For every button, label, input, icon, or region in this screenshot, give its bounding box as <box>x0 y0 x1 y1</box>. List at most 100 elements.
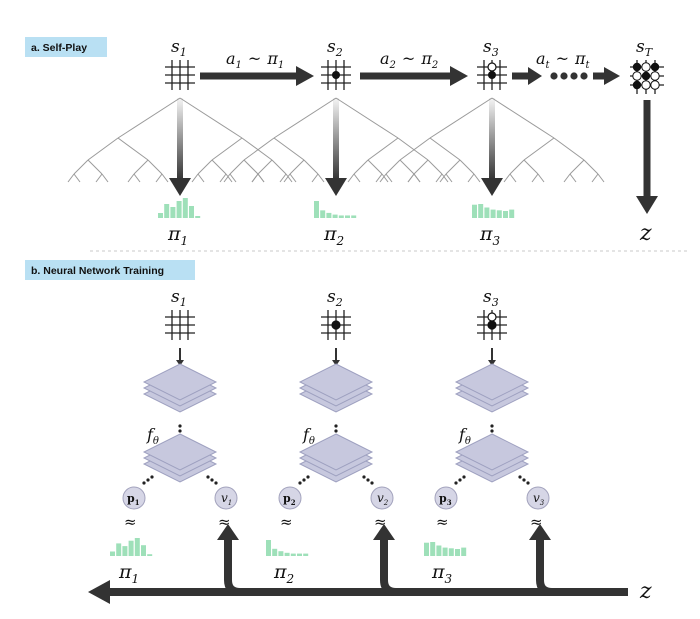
tree-edge <box>335 97 399 139</box>
policy-bar <box>297 553 302 556</box>
pi-label-a-1: π1 <box>167 223 188 248</box>
policy-bar <box>509 209 515 218</box>
policy-bar <box>278 551 284 556</box>
state-label-b-s2: s2 <box>327 287 343 309</box>
dotted-connector <box>458 478 462 482</box>
svg-text:v2: v2 <box>377 491 389 507</box>
policy-bar <box>351 215 357 218</box>
policy-bar <box>448 548 454 556</box>
svg-text:s2: s2 <box>327 287 343 309</box>
terminal-arrow <box>636 100 658 214</box>
state-label-b-s3: s3 <box>483 287 499 309</box>
svg-text:v3: v3 <box>533 491 545 507</box>
tree-edge <box>303 159 319 175</box>
tree-edge <box>467 173 475 183</box>
tree-edge <box>537 173 545 183</box>
tree-edge <box>73 159 89 175</box>
policy-bar <box>314 201 319 218</box>
action-arrow-3 <box>512 67 620 85</box>
pi-label-b-3: π3 <box>431 561 453 586</box>
svg-text:s2: s2 <box>327 37 343 59</box>
policy-bar <box>484 207 490 218</box>
tree-edge <box>439 173 447 183</box>
tree-edge <box>317 173 325 183</box>
policy-bar <box>472 204 477 218</box>
search-tree-s1 <box>67 97 293 183</box>
tree-edge <box>407 173 415 183</box>
v-head-label-2: v2 <box>377 491 389 507</box>
tree-edge <box>73 173 81 183</box>
tree-edge <box>243 159 259 175</box>
dotted-connector <box>462 475 466 479</box>
value-head-circle <box>370 486 394 510</box>
dotted-connector <box>150 475 154 479</box>
tree-edge <box>257 173 265 183</box>
board-sT <box>630 60 664 94</box>
svg-text:π1: π1 <box>167 223 188 248</box>
action-label-3: at~πt <box>536 49 591 71</box>
approx-p-3: ≈ <box>436 513 449 531</box>
dotted-connector <box>454 481 458 485</box>
dotted-connector <box>370 481 374 485</box>
flow-arrow-head <box>176 360 184 366</box>
board-s3 <box>477 60 507 90</box>
network-layer <box>298 433 374 471</box>
tree-edge <box>375 173 383 183</box>
pi-label-a-3: π3 <box>479 223 501 248</box>
policy-bar <box>320 210 326 218</box>
tree-edge <box>197 173 205 183</box>
tree-edge <box>367 137 399 161</box>
tree-edge <box>197 159 213 175</box>
svg-text:p3: p3 <box>439 492 452 507</box>
tree-edge <box>413 173 421 183</box>
svg-text:v1: v1 <box>221 491 232 507</box>
black-stone-icon <box>331 320 341 330</box>
svg-text:at~πt: at~πt <box>536 49 591 71</box>
tree-edge <box>311 173 319 183</box>
flow-arrow-head <box>332 360 340 366</box>
dotted-connector <box>522 478 526 482</box>
training-column-2 <box>266 310 394 556</box>
policy-bar <box>326 212 332 218</box>
action-label-2: a2~π2 <box>380 49 438 71</box>
tree-edge <box>219 173 227 183</box>
go-board <box>165 310 195 340</box>
svg-text:fθ: fθ <box>146 425 159 447</box>
policy-bar <box>147 554 153 556</box>
action-label-1: a1~π1 <box>226 49 284 71</box>
action-arrow-2 <box>360 66 468 86</box>
policy-bar <box>141 545 146 556</box>
tree-edge <box>161 173 169 183</box>
svg-text:s1: s1 <box>171 287 187 309</box>
dotted-connector <box>178 429 182 433</box>
dotted-connector <box>306 475 310 479</box>
tree-edge <box>441 173 449 183</box>
tree-edge <box>223 173 231 183</box>
tree-edge <box>583 159 599 175</box>
network-layer <box>454 363 530 401</box>
tree-edge <box>381 173 389 183</box>
policy-bar <box>503 211 508 218</box>
training-column-3 <box>424 310 550 556</box>
panel-a-tag <box>25 37 107 57</box>
dotted-connector <box>146 478 150 482</box>
policy-bar <box>195 216 201 218</box>
tree-edge <box>385 159 401 175</box>
p-head-label-1: p1 <box>127 492 140 507</box>
policy-bar <box>110 551 115 556</box>
policy-bar <box>182 198 188 218</box>
svg-text:π1: π1 <box>118 561 139 586</box>
tree-edge <box>427 159 443 175</box>
policy-bar <box>128 540 134 556</box>
tree-edge <box>283 173 291 183</box>
svg-text:s3: s3 <box>483 37 499 59</box>
tree-edge <box>353 159 369 175</box>
p-head-label-3: p3 <box>439 492 452 507</box>
tree-edge <box>591 173 599 183</box>
outcome-z-b: z <box>639 579 652 604</box>
svg-text:a1~π1: a1~π1 <box>226 49 284 71</box>
policy-bar <box>461 547 467 556</box>
tree-edge <box>553 137 585 161</box>
tree-edge <box>445 159 461 175</box>
action-arrow-1 <box>200 66 314 86</box>
